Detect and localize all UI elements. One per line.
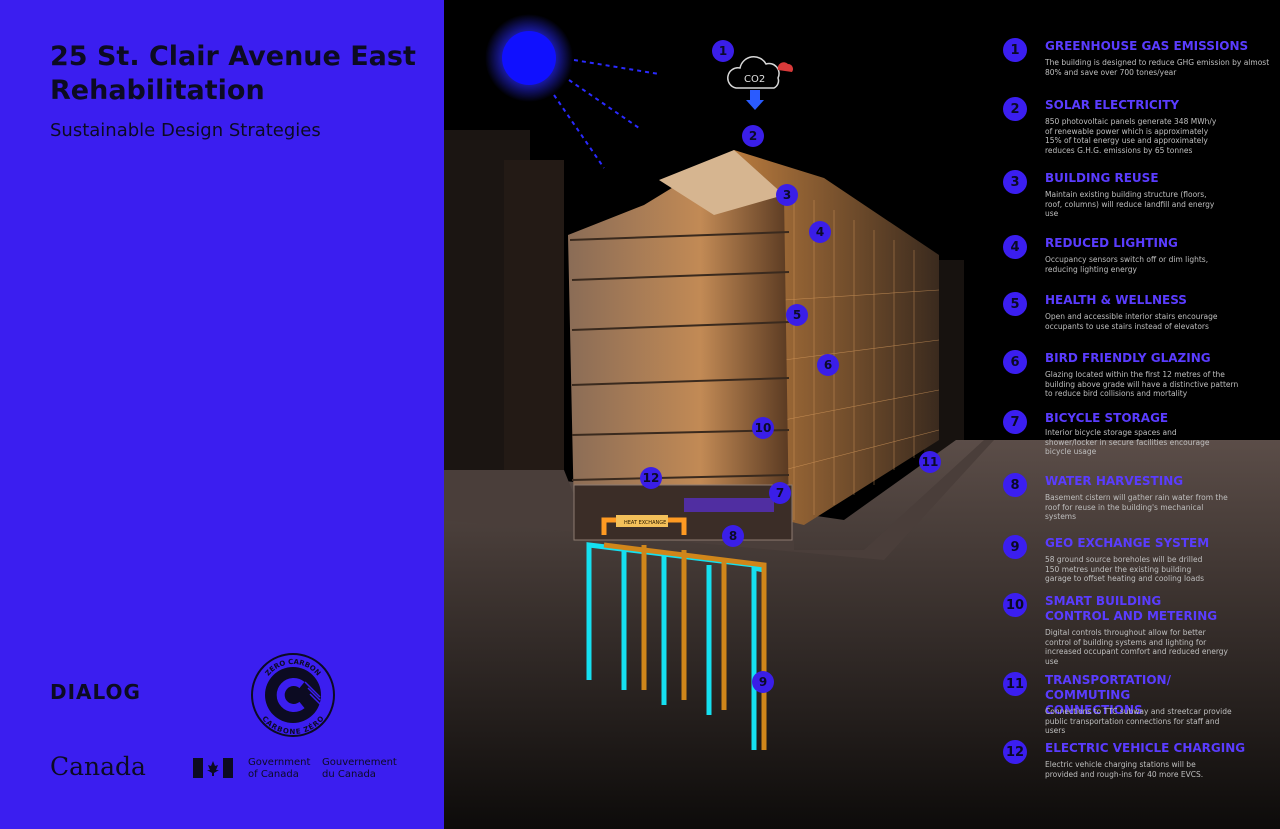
background-tower-left-2: [504, 160, 564, 470]
page-subtitle: Sustainable Design Strategies: [50, 120, 321, 141]
zero-carbon-logo: ZERO CARBON CARBONE ZÉRO: [251, 653, 335, 737]
marker-7: 7: [769, 482, 791, 504]
legend-title: BICYCLE STORAGE: [1045, 411, 1169, 425]
gov-fr-line-1: Gouvernement: [322, 757, 397, 768]
co2-cloud-icon: CO2: [727, 56, 793, 110]
marker-5: 5: [786, 304, 808, 326]
legend-number: 4: [1003, 235, 1027, 259]
legend-description: Connections to TTC subway and streetcar …: [1045, 707, 1232, 735]
page-title: 25 St. Clair Avenue East Rehabilitation: [50, 40, 416, 108]
legend-description: Glazing located within the first 12 metr…: [1045, 370, 1239, 398]
legend-title: SMART BUILDING CONTROL AND METERING: [1045, 594, 1218, 623]
legend-description: Interior bicycle storage spaces and show…: [1045, 428, 1210, 456]
title-line-1: 25 St. Clair Avenue East: [50, 41, 416, 72]
marker-8: 8: [722, 525, 744, 547]
legend-number: 9: [1003, 535, 1027, 559]
gov-en-line-1: Government: [248, 757, 311, 768]
building-illustration: CO2: [444, 14, 1280, 829]
canada-wordmark: Canada: [50, 752, 146, 781]
legend-description: 58 ground source boreholes will be drill…: [1045, 555, 1204, 583]
gov-en-line-2: of Canada: [248, 769, 299, 780]
legend-title: REDUCED LIGHTING: [1045, 236, 1178, 250]
marker-9: 9: [752, 671, 774, 693]
legend-title: BIRD FRIENDLY GLAZING: [1045, 351, 1211, 365]
legend-title: HEALTH & WELLNESS: [1045, 293, 1187, 307]
sun-icon: [502, 31, 556, 85]
building-cutaway-front: [568, 150, 789, 520]
legend-title: GREENHOUSE GAS EMISSIONS: [1045, 39, 1249, 53]
legend-number: 3: [1003, 170, 1027, 194]
legend-description: Open and accessible interior stairs enco…: [1045, 312, 1218, 331]
gov-fr-line-2: du Canada: [322, 769, 376, 780]
marker-1: 1: [712, 40, 734, 62]
co2-label: CO2: [744, 74, 765, 85]
legend-number: 1: [1003, 38, 1027, 62]
legend-title: TRANSPORTATION/ COMMUTING CONNECTIONS: [1045, 673, 1171, 717]
legend-title: WATER HARVESTING: [1045, 474, 1184, 488]
marker-6: 6: [817, 354, 839, 376]
legend-description: The building is designed to reduce GHG e…: [1045, 58, 1270, 77]
marker-10: 10: [752, 417, 774, 439]
marker-4: 4: [809, 221, 831, 243]
legend-description: Maintain existing building structure (fl…: [1045, 190, 1215, 218]
facade-grid: [783, 200, 940, 520]
legend-number: 7: [1003, 410, 1027, 434]
roof-pv-array: [659, 150, 784, 215]
heat-exchange-label: HEAT EXCHANGE: [624, 520, 666, 526]
legend-description: Digital controls throughout allow for be…: [1045, 628, 1228, 666]
legend-number: 12: [1003, 740, 1027, 764]
legend-number: 5: [1003, 292, 1027, 316]
left-panel: 25 St. Clair Avenue East Rehabilitation …: [0, 0, 444, 829]
heat-exchange-box: [616, 515, 668, 527]
legend-description: Occupancy sensors switch off or dim ligh…: [1045, 255, 1209, 274]
canada-flag-icon: [193, 758, 233, 778]
legend-number: 10: [1003, 593, 1027, 617]
geo-exchange-boreholes: [586, 517, 767, 750]
marker-3: 3: [776, 184, 798, 206]
marker-12: 12: [640, 467, 662, 489]
legend-number: 2: [1003, 97, 1027, 121]
legend-description: 850 photovoltaic panels generate 348 MWh…: [1045, 117, 1217, 155]
legend-number: 6: [1003, 350, 1027, 374]
government-of-canada-fr: Gouvernement du Canada: [322, 757, 397, 781]
sun-rays: [553, 59, 660, 169]
dialog-logo: DIALOG: [50, 680, 141, 704]
title-line-2: Rehabilitation: [50, 75, 265, 106]
legend-title: ELECTRIC VEHICLE CHARGING: [1045, 741, 1246, 755]
legend-title: SOLAR ELECTRICITY: [1045, 98, 1180, 112]
legend-description: Electric vehicle charging stations will …: [1045, 760, 1204, 779]
cistern: [684, 498, 774, 512]
marker-2: 2: [742, 125, 764, 147]
legend-number: 11: [1003, 672, 1027, 696]
government-of-canada-en: Government of Canada: [248, 757, 310, 781]
legend-title: BUILDING REUSE: [1045, 171, 1159, 185]
legend-description: Basement cistern will gather rain water …: [1045, 493, 1228, 521]
legend-number: 8: [1003, 473, 1027, 497]
building-cutaway-diagram: CO2: [444, 0, 1280, 829]
legend-title: GEO EXCHANGE SYSTEM: [1045, 536, 1210, 550]
marker-11: 11: [919, 451, 941, 473]
